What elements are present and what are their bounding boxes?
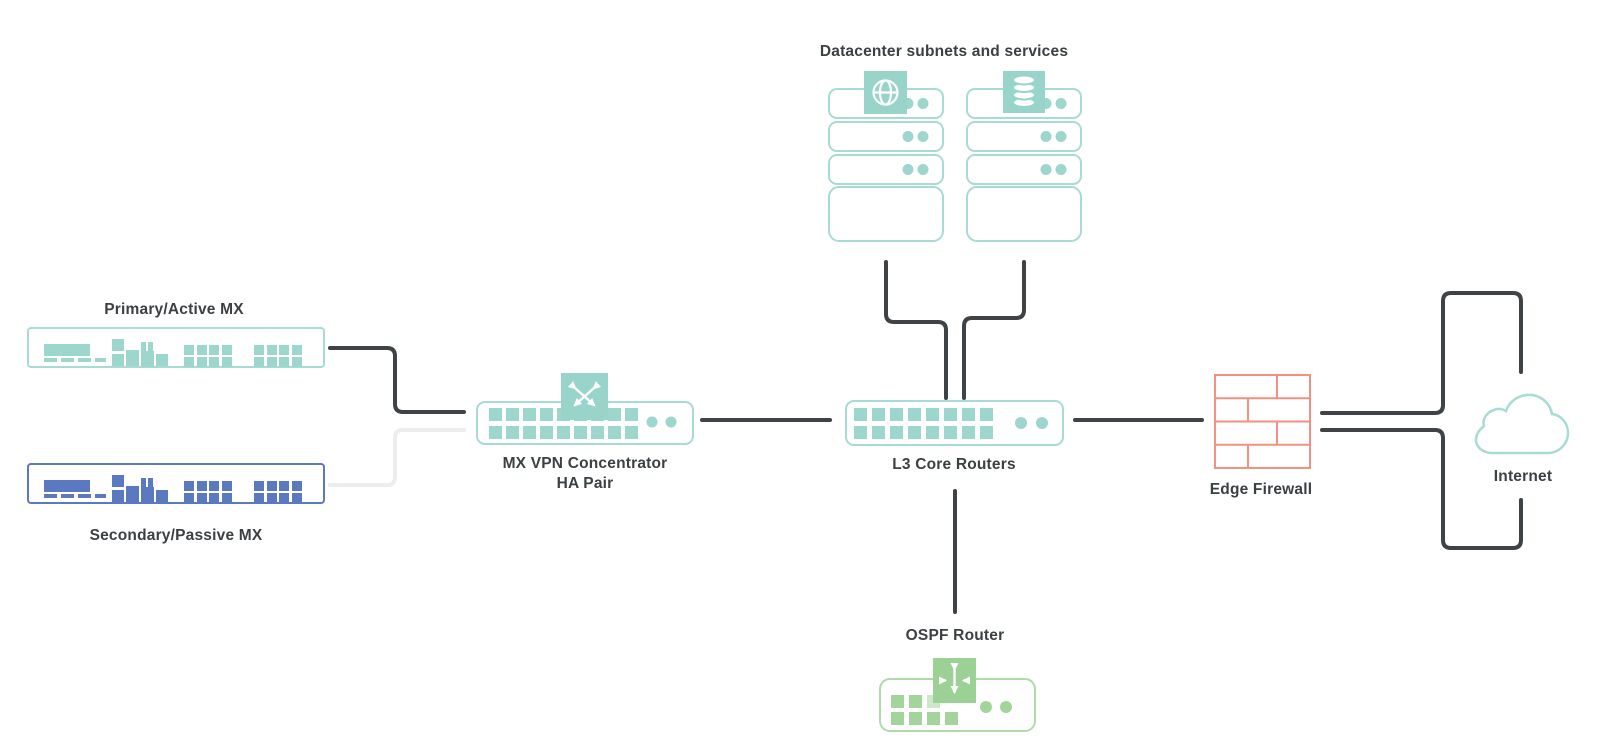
- link-primary-mx-to-vpn: [328, 346, 466, 414]
- edge-firewall-label: Edge Firewall: [1209, 481, 1313, 498]
- bidirectional-routing-icon: [938, 663, 971, 694]
- vpn-concentrator-label: MX VPN Concentrator HA Pair: [503, 454, 668, 494]
- l3-core-routers-device: [845, 400, 1064, 446]
- vpn-label-line2: HA Pair: [556, 475, 614, 492]
- internet-label: Internet: [1493, 468, 1553, 485]
- vpn-label-line1: MX VPN Concentrator: [502, 455, 668, 472]
- secondary-mx-label: Secondary/Passive MX: [89, 527, 263, 544]
- datacenter-label: Datacenter subnets and services: [819, 43, 1069, 60]
- link-firewall-to-internet-lower: [1320, 428, 1523, 550]
- edge-firewall-device: [1214, 374, 1311, 469]
- l3-core-routers-label: L3 Core Routers: [892, 456, 1016, 473]
- link-dc-web-to-l3: [884, 260, 948, 400]
- primary-mx-label: Primary/Active MX: [104, 301, 244, 318]
- crossed-arrows-icon: [567, 381, 602, 407]
- link-firewall-to-internet-upper: [1320, 291, 1523, 415]
- internet-node: [1474, 393, 1570, 455]
- datacenter-web-stack: [828, 71, 944, 242]
- globe-icon: [872, 79, 899, 106]
- links: [328, 260, 1523, 614]
- vpn-concentrator-device: [476, 373, 694, 445]
- link-dc-db-to-l3: [962, 260, 1026, 400]
- secondary-mx-device: [27, 463, 325, 504]
- datacenter-db-stack: [966, 71, 1082, 242]
- database-icon: [1012, 74, 1036, 108]
- ospf-router-label: OSPF Router: [905, 627, 1005, 644]
- ospf-router-device: [879, 658, 1036, 732]
- link-secondary-mx-to-vpn: [328, 428, 466, 487]
- primary-mx-device: [27, 327, 325, 368]
- cloud-icon: [1474, 393, 1570, 455]
